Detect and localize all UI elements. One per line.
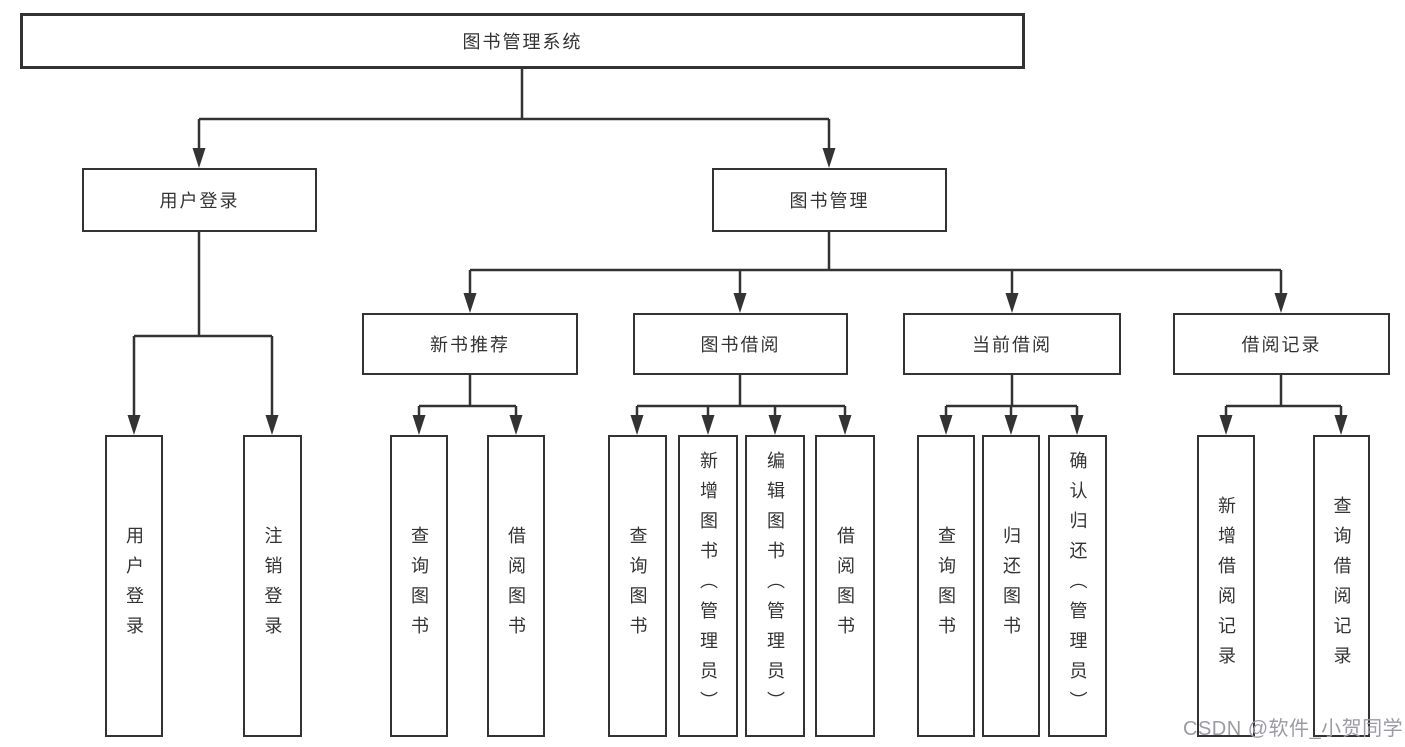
leaf-user-login-label: 用户登录 [124, 526, 144, 646]
leaf-borrow-add-books-admin: 新增图书（管理员） [678, 435, 738, 737]
leaf-records-query-record-label: 查询借阅记录 [1331, 496, 1352, 676]
node-library-system: 图书管理系统 [20, 13, 1025, 69]
leaf-current-query-books-label: 查询图书 [936, 526, 956, 646]
node-book-management-label: 图书管理 [789, 191, 870, 211]
leaf-borrow-borrow-books-label: 借阅图书 [835, 526, 855, 646]
watermark: CSDN @软件_小贺同学 [1183, 718, 1404, 740]
leaf-current-confirm-return-admin-label: 确认归还（管理员） [1067, 451, 1088, 721]
node-current-borrow: 当前借阅 [903, 313, 1121, 375]
leaf-records-add-record: 新增借阅记录 [1197, 435, 1255, 737]
leaf-borrow-edit-books-admin: 编辑图书（管理员） [745, 435, 805, 737]
node-new-book-recommend: 新书推荐 [362, 313, 578, 375]
node-user-login-label: 用户登录 [159, 191, 240, 211]
node-book-borrow: 图书借阅 [633, 313, 848, 375]
node-new-book-recommend-label: 新书推荐 [430, 335, 510, 355]
leaf-borrow-add-books-admin-label: 新增图书（管理员） [698, 451, 718, 721]
node-borrow-records: 借阅记录 [1173, 313, 1390, 375]
node-library-system-label: 图书管理系统 [462, 32, 583, 52]
node-book-management: 图书管理 [712, 168, 947, 232]
leaf-borrow-edit-books-admin-label: 编辑图书（管理员） [765, 451, 785, 721]
leaf-user-login: 用户登录 [105, 435, 163, 737]
node-current-borrow-label: 当前借阅 [972, 335, 1052, 355]
node-book-borrow-label: 图书借阅 [700, 335, 781, 355]
leaf-logout-label: 注销登录 [262, 526, 283, 646]
node-user-login: 用户登录 [82, 168, 317, 232]
leaf-current-query-books: 查询图书 [917, 435, 975, 737]
leaf-current-return-books-label: 归还图书 [1001, 526, 1021, 646]
leaf-borrow-query-books-label: 查询图书 [627, 526, 648, 646]
leaf-newbook-borrow-books: 借阅图书 [487, 435, 545, 737]
leaf-newbook-borrow-books-label: 借阅图书 [506, 526, 526, 646]
leaf-records-query-record: 查询借阅记录 [1313, 435, 1370, 737]
leaf-borrow-query-books: 查询图书 [608, 435, 667, 737]
leaf-records-add-record-label: 新增借阅记录 [1216, 496, 1236, 676]
node-borrow-records-label: 借阅记录 [1241, 335, 1322, 355]
leaf-newbook-query-books: 查询图书 [390, 435, 448, 737]
leaf-logout: 注销登录 [243, 435, 302, 737]
leaf-current-return-books: 归还图书 [982, 435, 1040, 737]
leaf-newbook-query-books-label: 查询图书 [409, 526, 429, 646]
leaf-borrow-borrow-books: 借阅图书 [815, 435, 875, 737]
leaf-current-confirm-return-admin: 确认归还（管理员） [1048, 435, 1107, 737]
